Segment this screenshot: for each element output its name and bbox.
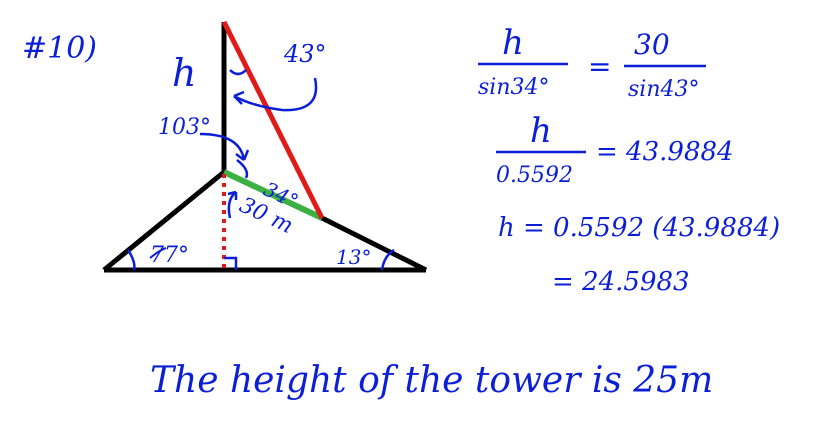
right-angle-marker	[224, 256, 238, 270]
length-30-arrowhead	[227, 190, 238, 200]
eq1-left-denominator: sin34°	[478, 75, 550, 100]
left-slope-line	[102, 170, 226, 272]
label-angle-43: 43°	[283, 40, 327, 68]
top-angle-arc	[229, 69, 247, 76]
eq1-equals: =	[588, 50, 611, 83]
equation-line-3: h = 0.5592 (43.9884)	[498, 213, 780, 243]
slope-30m-line	[222, 169, 324, 221]
triangle-diagram	[102, 20, 428, 273]
eq1-left-numerator: h	[502, 23, 524, 63]
angle-103-arrowhead	[235, 149, 250, 161]
right-angle-arc	[380, 248, 395, 271]
conclusion-text: The height of the tower is 25m	[150, 360, 713, 401]
hypotenuse-line	[221, 20, 325, 220]
angle-43-arrowhead	[233, 90, 245, 105]
eq1-right-denominator: sin43°	[628, 77, 700, 102]
eq2-denominator: 0.5592	[496, 163, 573, 188]
angle-77-underline	[149, 247, 167, 259]
label-h: h	[172, 51, 196, 95]
left-angle-arc	[126, 249, 136, 271]
eq2-numerator: h	[530, 111, 552, 151]
equation-line-2: h 0.5592 = 43.9884	[496, 111, 734, 188]
problem-number: #10)	[22, 31, 97, 66]
slope-angle-arc	[236, 159, 249, 179]
angle-103-arrow	[199, 132, 246, 161]
equation-line-1: h sin34° = 30 sin43°	[478, 23, 706, 102]
angle-43-arrow	[233, 77, 318, 112]
label-angle-13: 13°	[336, 245, 371, 269]
eq1-right-numerator: 30	[634, 28, 670, 61]
eq2-result: = 43.9884	[596, 137, 734, 167]
right-slope-line	[320, 215, 428, 273]
label-angle-77: 77°	[150, 243, 189, 268]
equation-line-4: = 24.5983	[552, 267, 690, 297]
label-angle-103: 103°	[158, 115, 211, 140]
